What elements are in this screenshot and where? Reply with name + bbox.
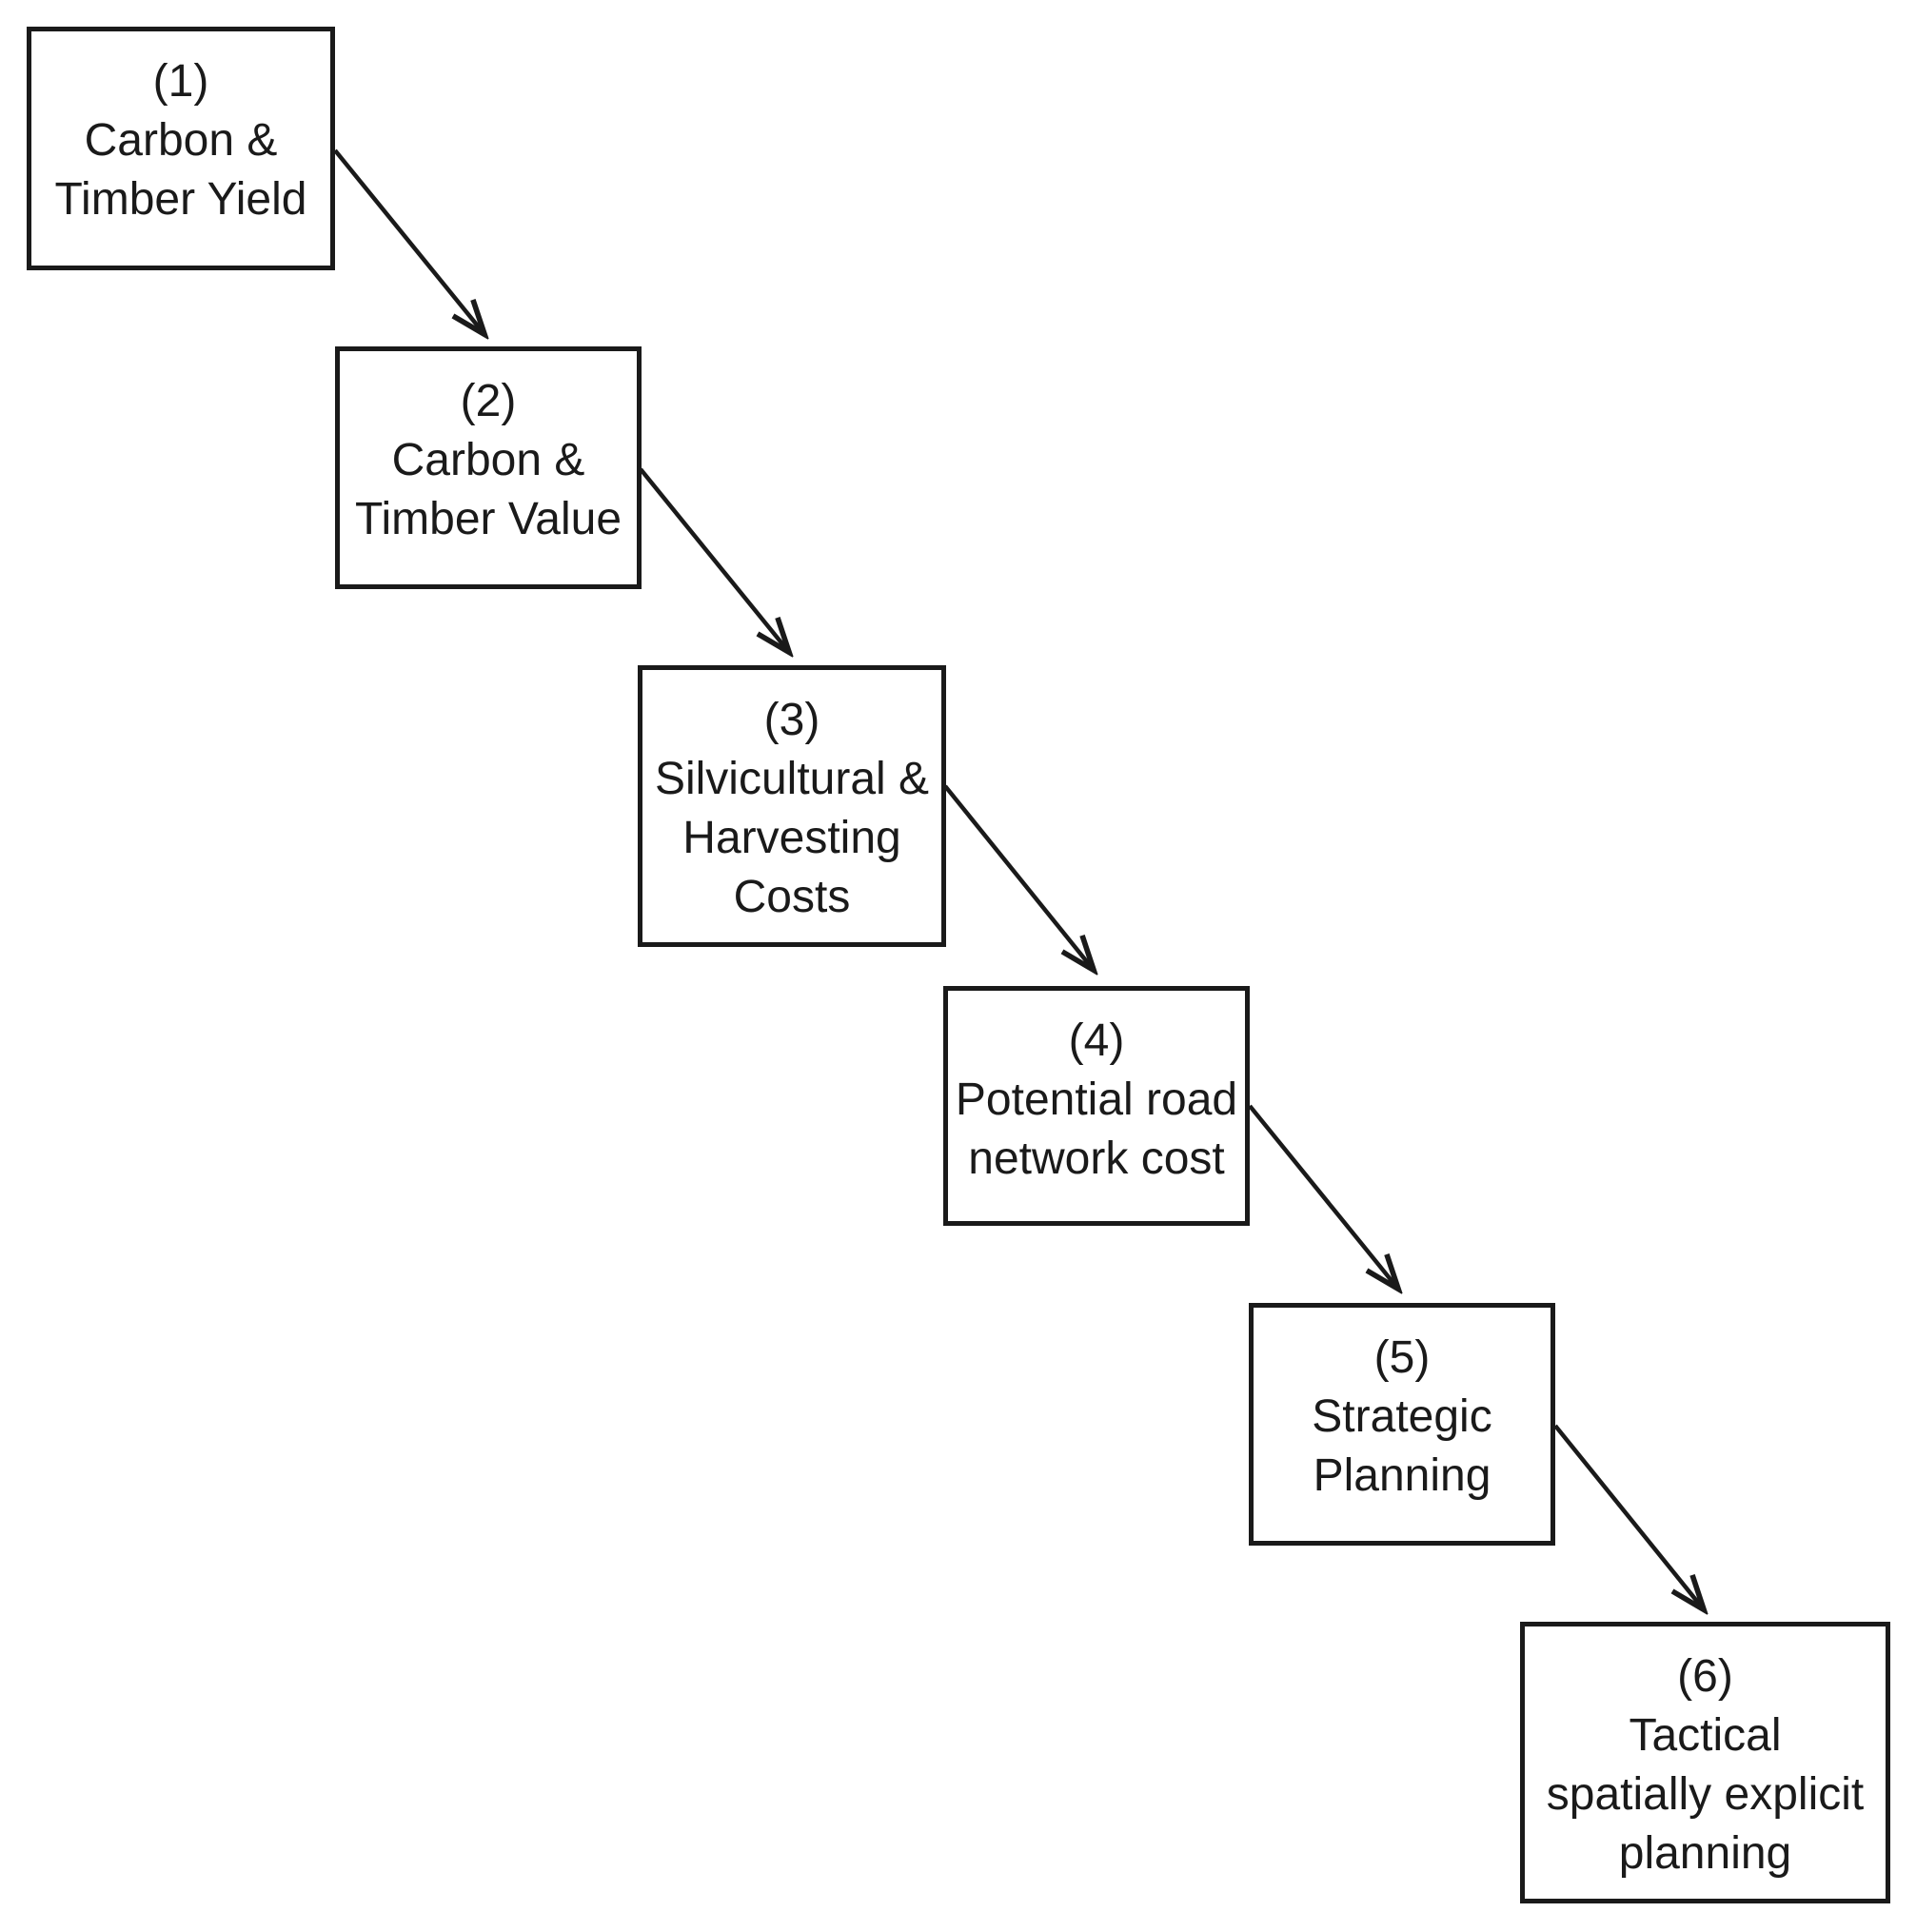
node-index-label: (2) [460, 376, 517, 426]
node-text-line: Costs [733, 872, 851, 922]
node-text-line: Timber Value [354, 494, 622, 544]
edge-arrow [639, 467, 788, 651]
edge-arrow [1553, 1424, 1703, 1608]
node-carbon-timber-value[interactable]: (2) Carbon & Timber Value [335, 346, 642, 589]
node-text-line: Tactical [1629, 1710, 1782, 1761]
node-text-block: (5) Strategic Planning [1254, 1308, 1551, 1506]
node-text-line: Silvicultural & [654, 754, 930, 804]
node-text-block: (4) Potential road network cost [948, 991, 1245, 1189]
node-text-block: (3) Silvicultural & Harvesting Costs [642, 670, 941, 927]
node-strategic-planning[interactable]: (5) Strategic Planning [1249, 1303, 1555, 1546]
edge-arrow [943, 784, 1093, 969]
node-index-label: (3) [763, 695, 820, 745]
node-text-line: spatially explicit [1546, 1769, 1865, 1820]
node-text-line: Timber Yield [54, 174, 307, 225]
node-text-line: Strategic [1312, 1391, 1492, 1442]
node-text-line: Harvesting [682, 813, 901, 863]
node-silvicultural-harvesting-costs[interactable]: (3) Silvicultural & Harvesting Costs [638, 665, 946, 947]
node-text-line: Carbon & [391, 435, 585, 485]
edge-arrow [333, 148, 484, 333]
node-tactical-spatially-explicit-planning[interactable]: (6) Tactical spatially explicit planning [1520, 1622, 1890, 1903]
node-index-label: (1) [152, 56, 209, 107]
node-text-line: network cost [968, 1134, 1225, 1184]
node-text-block: (2) Carbon & Timber Value [340, 351, 637, 549]
node-index-label: (5) [1373, 1332, 1431, 1383]
node-text-line: planning [1618, 1828, 1792, 1879]
node-index-label: (4) [1068, 1015, 1125, 1066]
node-text-line: Planning [1313, 1450, 1491, 1501]
node-potential-road-network-cost[interactable]: (4) Potential road network cost [943, 986, 1250, 1226]
node-index-label: (6) [1677, 1651, 1733, 1702]
node-text-line: Potential road [955, 1074, 1238, 1125]
node-text-line: Carbon & [84, 115, 278, 166]
node-text-block: (1) Carbon & Timber Yield [31, 31, 330, 229]
edge-arrow [1248, 1104, 1397, 1288]
node-carbon-timber-yield[interactable]: (1) Carbon & Timber Yield [27, 27, 335, 270]
node-text-block: (6) Tactical spatially explicit planning [1525, 1626, 1886, 1883]
